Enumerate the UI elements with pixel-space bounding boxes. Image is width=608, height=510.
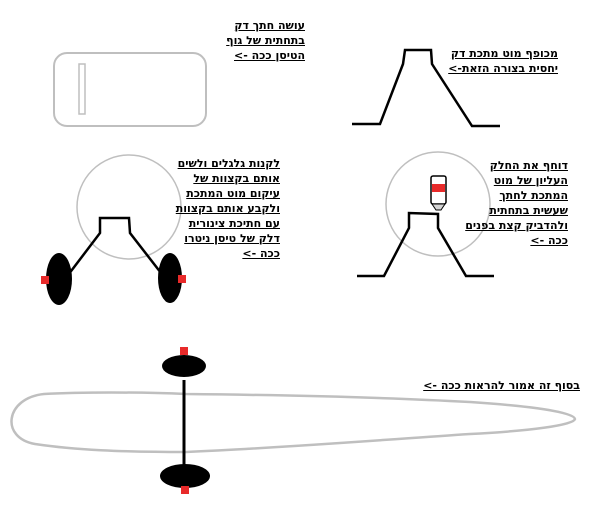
note-line: דלק של טיסן ניטרו	[184, 232, 280, 245]
note-line: שעשית בתחתית	[489, 204, 568, 217]
note-step4-insert: דוחף את החלק העליון של מוט המתכת לחתך שע…	[460, 158, 568, 248]
note-line: הטיסן ככה ->	[234, 49, 305, 62]
fuselage-outline	[53, 52, 207, 127]
note-line: בסוף זה אמור להראות ככה ->	[423, 379, 580, 392]
wire-bent	[61, 216, 169, 284]
fuselage-side-outline	[10, 391, 577, 454]
final-assembly	[10, 347, 577, 494]
wire-with-wheels	[41, 154, 186, 305]
note-line: המתכת לחתך	[499, 189, 568, 202]
left-wheel	[46, 253, 72, 305]
bent-wire-shape	[352, 48, 500, 128]
note-line: אותם בקצוות של	[193, 172, 280, 185]
note-line: ככה ->	[242, 247, 280, 260]
note-line: עיקום מוט המתכת	[186, 187, 280, 200]
wire-insert-detail	[357, 151, 494, 278]
left-fuel-tube	[41, 276, 49, 284]
top-wheel	[162, 355, 206, 377]
note-line: מכופף מוט מתכת דק	[450, 47, 558, 60]
note-line: ככה ->	[530, 234, 568, 247]
note-line: העליון של מוט	[493, 174, 568, 187]
note-step5-result: בסוף זה אמור להראות ככה ->	[400, 378, 580, 393]
bottom-wheel	[160, 464, 210, 488]
bottom-fuel-tube	[181, 486, 189, 494]
note-line: בתחתית של גוף	[226, 34, 305, 47]
note-line: דוחף את החלק	[489, 159, 568, 172]
note-step2-bend: מכופף מוט מתכת דק יחסית בצורה הזאת->	[440, 46, 558, 76]
right-wheel	[158, 253, 182, 303]
zoom-circle-insert	[385, 151, 491, 257]
slot-cut	[78, 63, 86, 115]
wire-inserted	[357, 211, 494, 278]
fuselage-bottom-view	[53, 52, 207, 127]
note-line: ולהדביק קצת בפנים	[465, 219, 568, 232]
note-step3-wheels: לקנות גלגלים ולשים אותם בקצוות של עיקום …	[160, 156, 280, 261]
zoom-circle-wheels	[76, 154, 182, 260]
top-fuel-tube	[180, 347, 188, 355]
glue-nozzle-tip	[431, 203, 446, 211]
note-line: יחסית בצורה הזאת->	[448, 62, 558, 75]
note-step1-slot: עושה חתך דק בתחתית של גוף הטיסן ככה ->	[200, 18, 305, 63]
note-line: עם חתיכת צינורית	[188, 217, 280, 230]
note-line: ולקבע אותם בקצוות	[175, 202, 280, 215]
note-line: לקנות גלגלים ולשים	[177, 157, 280, 170]
glue-nozzle-band	[432, 184, 445, 192]
right-fuel-tube	[178, 275, 186, 283]
note-line: עושה חתך דק	[234, 19, 305, 32]
